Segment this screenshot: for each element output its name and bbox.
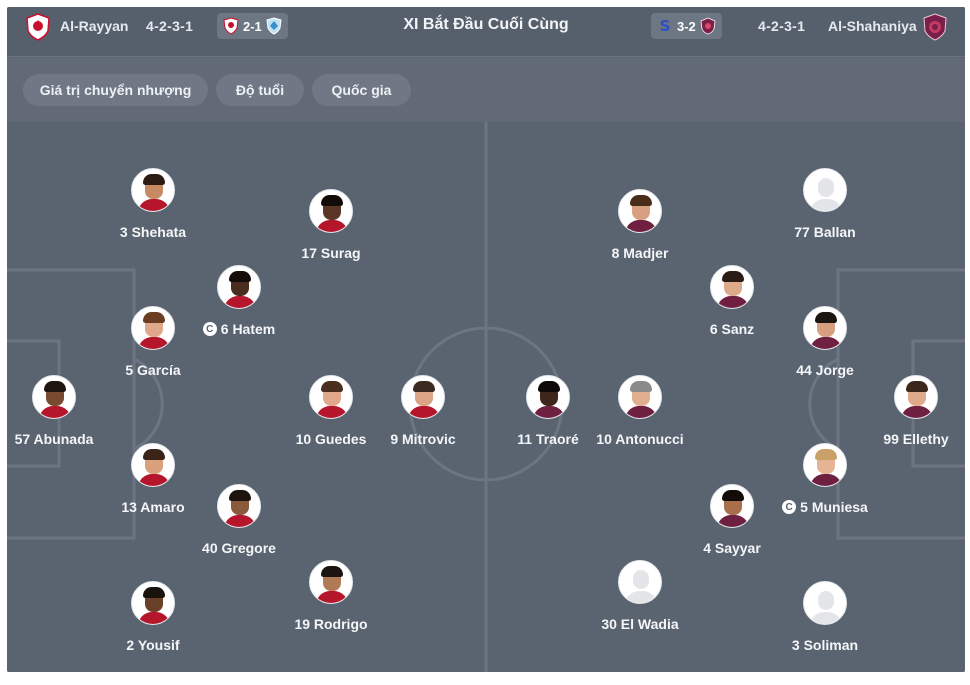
pitch: 57 Abunada 3 Shehata 5 García: [7, 122, 965, 672]
player-photo-icon: [309, 189, 353, 233]
player-placeholder-icon: [803, 581, 847, 625]
lineup-title: XI Bắt Đầu Cuối Cùng: [7, 16, 965, 34]
player-photo-icon: [131, 581, 175, 625]
player-name: 9 Mitrovic: [353, 431, 493, 447]
player-name: 17 Surag: [261, 245, 401, 261]
player-name: 77 Ballan: [755, 224, 895, 240]
home-player-17[interactable]: 17 Surag: [261, 189, 401, 261]
player-photo-icon: [526, 375, 570, 419]
home-player-2[interactable]: 2 Yousif: [83, 581, 223, 653]
away-player-11[interactable]: 11 Traoré: [478, 375, 618, 447]
away-player-8[interactable]: 8 Madjer: [570, 189, 710, 261]
player-photo-icon: [710, 484, 754, 528]
player-photo-icon: [710, 265, 754, 309]
player-photo-icon: [803, 443, 847, 487]
player-photo-icon: [131, 168, 175, 212]
player-name: 5 García: [83, 362, 223, 378]
player-name: 4 Sayyar: [662, 540, 802, 556]
home-player-57[interactable]: 57 Abunada: [7, 375, 124, 447]
filter-transfer-value[interactable]: Giá trị chuyển nhượng: [23, 74, 208, 106]
player-photo-icon: [32, 375, 76, 419]
home-player-40[interactable]: 40 Gregore: [169, 484, 309, 556]
player-photo-icon: [309, 560, 353, 604]
al-shahaniya-logo-icon: [922, 13, 948, 41]
player-photo-icon: [803, 306, 847, 350]
away-player-30[interactable]: 30 El Wadia: [570, 560, 710, 632]
player-photo-icon: [894, 375, 938, 419]
svg-text:S: S: [660, 17, 671, 35]
player-name: 3 Soliman: [755, 637, 895, 653]
player-placeholder-icon: [803, 168, 847, 212]
player-name: 6 Sanz: [662, 321, 802, 337]
match-header: Al-Rayyan 4-2-3-1 2-1 XI Bắt Đầu Cuối Cù…: [7, 7, 965, 57]
player-photo-icon: [131, 443, 175, 487]
home-player-9[interactable]: 9 Mitrovic: [353, 375, 493, 447]
player-name: 3 Shehata: [83, 224, 223, 240]
lineup-panel: Al-Rayyan 4-2-3-1 2-1 XI Bắt Đầu Cuối Cù…: [7, 7, 965, 672]
filter-nationality[interactable]: Quốc gia: [312, 74, 411, 106]
home-player-19[interactable]: 19 Rodrigo: [261, 560, 401, 632]
player-photo-icon: [309, 375, 353, 419]
player-photo-icon: [618, 375, 662, 419]
away-player-3[interactable]: 3 Soliman: [755, 581, 895, 653]
captain-icon: C: [203, 322, 217, 336]
opponent-s-logo-icon: S: [657, 17, 673, 35]
al-shahaniya-mini-logo-icon: [700, 17, 716, 35]
away-last-score: 3-2: [677, 19, 696, 34]
player-placeholder-icon: [618, 560, 662, 604]
away-last-result-chip[interactable]: S 3-2: [651, 13, 722, 39]
lineup-filter-bar: Giá trị chuyển nhượng Độ tuổi Quốc gia: [7, 58, 965, 122]
player-photo-icon: [217, 265, 261, 309]
player-name: 19 Rodrigo: [261, 616, 401, 632]
away-player-99[interactable]: 99 Ellethy: [846, 375, 965, 447]
filter-age[interactable]: Độ tuổi: [216, 74, 304, 106]
away-player-77[interactable]: 77 Ballan: [755, 168, 895, 240]
player-photo-icon: [217, 484, 261, 528]
player-name: 44 Jorge: [755, 362, 895, 378]
player-name: 2 Yousif: [83, 637, 223, 653]
player-name: 8 Madjer: [570, 245, 710, 261]
away-player-4[interactable]: 4 Sayyar: [662, 484, 802, 556]
away-team-name[interactable]: Al-Shahaniya: [828, 18, 917, 34]
player-name: 40 Gregore: [169, 540, 309, 556]
away-player-6[interactable]: 6 Sanz: [662, 265, 802, 337]
player-name: 30 El Wadia: [570, 616, 710, 632]
home-player-3[interactable]: 3 Shehata: [83, 168, 223, 240]
player-name: 11 Traoré: [478, 431, 618, 447]
player-photo-icon: [401, 375, 445, 419]
player-photo-icon: [618, 189, 662, 233]
away-formation: 4-2-3-1: [758, 18, 805, 34]
